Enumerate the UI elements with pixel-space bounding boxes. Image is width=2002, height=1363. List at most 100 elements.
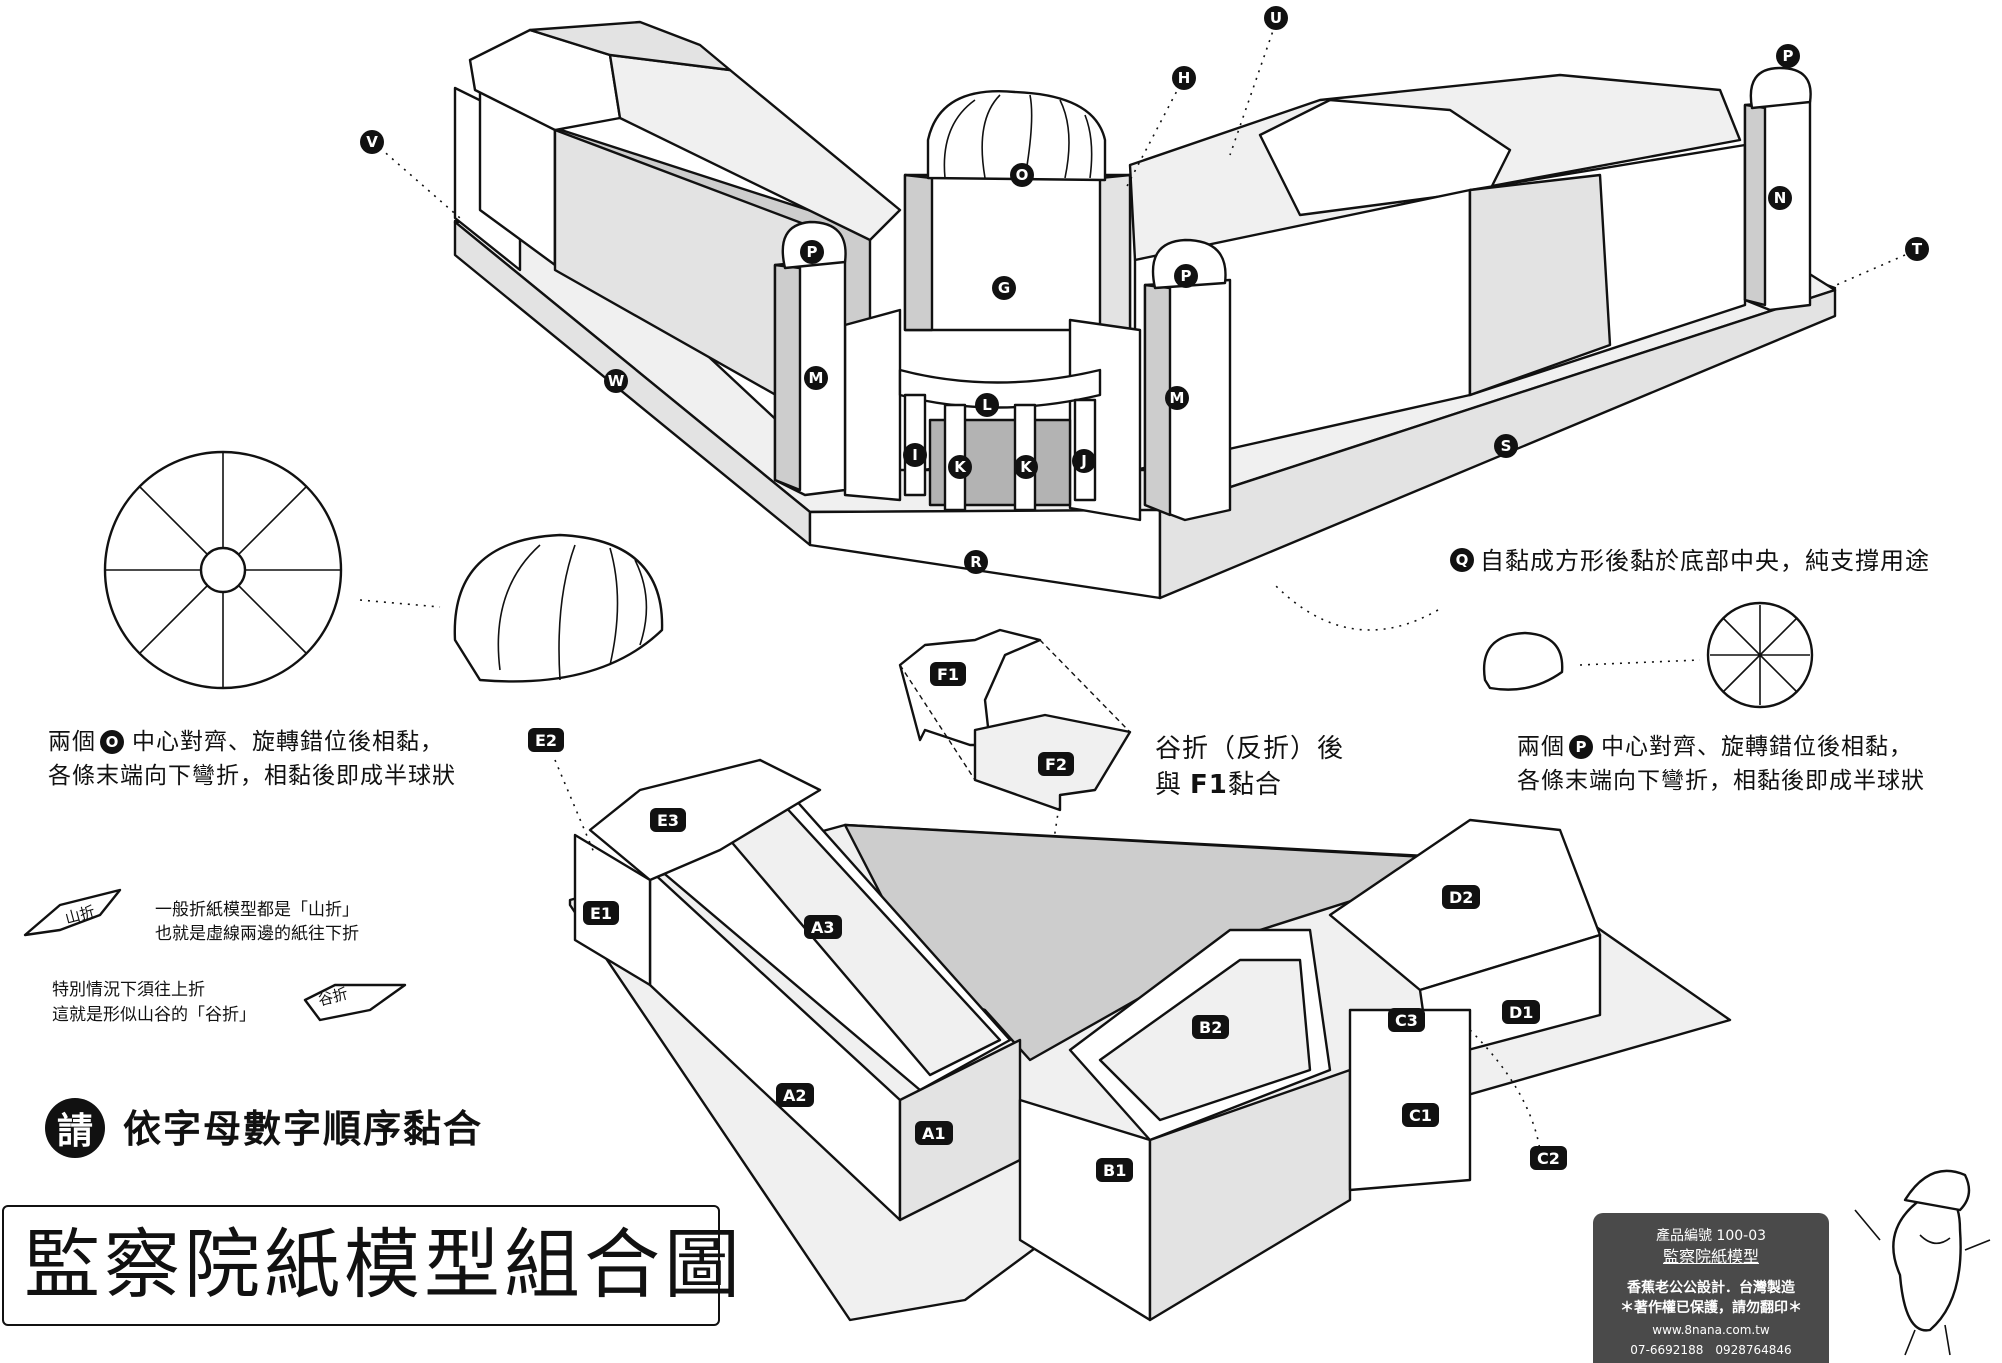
product-copyright: ＊著作權已保護，請勿翻印＊ <box>1620 1300 1802 1316</box>
mountain-fold-line2: 也就是虛線兩邊的紙往下折 <box>155 924 359 944</box>
left-wing-roof-ridge <box>528 20 732 72</box>
f-dotted-2 <box>899 664 976 781</box>
label-b2: B2 <box>1192 1015 1230 1039</box>
dome-pattern-center <box>199 546 247 594</box>
label-m-right: M <box>1165 386 1189 410</box>
instruction-text: 依字母數字順序黏合 <box>123 1107 484 1151</box>
central-dome <box>926 90 1107 182</box>
dome-p-pattern <box>1482 601 1814 709</box>
label-o: O <box>1010 163 1034 187</box>
valley-note-line2-part: F1 <box>1190 770 1228 800</box>
rotunda-drum-right-shade <box>1098 173 1132 332</box>
label-p-right: P <box>1174 264 1198 288</box>
product-name: 監察院紙模型 <box>1662 1247 1759 1266</box>
leader-q <box>1274 584 1439 631</box>
central-dome-ribs <box>943 94 1093 179</box>
rotunda-drum <box>903 173 1132 332</box>
portico-left-wall <box>843 308 902 502</box>
valley-note-line1: 谷折（反折）後 <box>1155 734 1345 764</box>
dome-p-preview <box>1482 631 1564 691</box>
label-e2: E2 <box>528 728 565 752</box>
far-right-tower-cap <box>1749 66 1812 110</box>
label-f2: F2 <box>1038 752 1075 776</box>
product-website[interactable]: www.8nana.com.tw <box>1652 1323 1770 1337</box>
dome-p-flat-cuts <box>1710 605 1810 705</box>
o-note-line2: 各條末端向下彎折，相黏後即成半球狀 <box>48 763 456 789</box>
label-k-left: K <box>948 455 972 479</box>
label-e1: E1 <box>583 901 620 925</box>
valley-note-line2-prefix: 與 <box>1155 770 1183 800</box>
product-phone: 07-6692188 0928764846 <box>1630 1343 1792 1357</box>
q-note: 自黏成方形後黏於底部中央，純支撐用途 <box>1480 547 1930 575</box>
dome-o-preview-ribs <box>497 544 648 681</box>
label-n: N <box>1768 186 1792 210</box>
valley-note-line2-suffix: 黏合 <box>1228 770 1283 800</box>
dome-pattern-dotted <box>359 599 441 608</box>
label-p-note: P <box>1569 735 1593 759</box>
product-number: 產品編號 100-03 <box>1655 1228 1767 1244</box>
b-wing-roof-ridge <box>1098 958 1312 1122</box>
dome-o-preview <box>453 533 664 683</box>
label-c3: C3 <box>1388 1008 1425 1032</box>
product-maker: 香蕉老公公設計．台灣製造 <box>1627 1280 1795 1296</box>
label-o-note: O <box>100 730 124 754</box>
valley-fold-line2: 這就是形似山谷的「谷折」 <box>52 1005 256 1025</box>
label-w: W <box>604 369 628 393</box>
portico-arch <box>898 368 1102 409</box>
label-i: I <box>903 443 927 467</box>
dome-p-dotted <box>1579 659 1701 666</box>
label-b1: B1 <box>1096 1158 1134 1182</box>
label-r: R <box>964 550 988 574</box>
product-info-card: 產品編號 100-03 監察院紙模型 香蕉老公公設計．台灣製造 ＊著作權已保護，… <box>1593 1213 1829 1363</box>
label-a1: A1 <box>915 1121 953 1145</box>
f1-part <box>898 628 1042 747</box>
c-block <box>1348 1008 1472 1192</box>
label-e3: E3 <box>650 808 687 832</box>
o-note-line1: 中心對齊、旋轉錯位後相黏， <box>132 729 444 755</box>
leader-t <box>1824 254 1906 291</box>
page-title: 監察院紙模型組合圖 <box>24 1220 744 1309</box>
p-note-line1-prefix: 兩個 <box>1517 734 1565 760</box>
label-l: L <box>975 393 999 417</box>
label-g: G <box>992 276 1016 300</box>
p-note-line2: 各條末端向下彎折，相黏後即成半球狀 <box>1517 768 1925 794</box>
b-wing-wall-side <box>1148 1068 1352 1322</box>
b-wing-wall <box>1018 1098 1152 1322</box>
label-q: Q <box>1450 548 1474 572</box>
label-u: U <box>1264 6 1288 30</box>
rotunda-drum-left-shade <box>903 173 934 332</box>
e2-leader <box>554 759 596 856</box>
label-c2: C2 <box>1530 1146 1567 1170</box>
label-p-top: P <box>1776 44 1800 68</box>
valley-fold-icon <box>303 983 407 1022</box>
o-note-line1-prefix: 兩個 <box>48 729 96 755</box>
instruction-badge: 請 <box>45 1098 105 1158</box>
label-k-right: K <box>1014 455 1038 479</box>
label-d1: D1 <box>1502 1000 1541 1024</box>
label-p-left: P <box>800 240 824 264</box>
right-wing-side-block <box>1468 173 1612 397</box>
label-j: J <box>1072 449 1096 473</box>
mountain-fold-icon <box>23 888 122 937</box>
label-v: V <box>360 130 384 154</box>
right-wing-roof-ridge <box>1258 98 1512 217</box>
far-right-tower-shade <box>1743 103 1767 307</box>
label-c1: C1 <box>1402 1103 1439 1127</box>
valley-fold-line1: 特別情況下須往上折 <box>52 980 205 1000</box>
label-h: H <box>1172 66 1196 90</box>
dome-pattern-cuts <box>105 452 341 688</box>
title-box: 監察院紙模型組合圖 <box>2 1205 740 1326</box>
label-f1: F1 <box>930 662 967 686</box>
assembled-building-model <box>379 20 1906 631</box>
label-d2: D2 <box>1442 885 1481 909</box>
mountain-fold-line1: 一般折紙模型都是「山折」 <box>155 900 359 920</box>
label-s: S <box>1494 434 1518 458</box>
label-a3: A3 <box>804 915 842 939</box>
label-m-left: M <box>804 366 828 390</box>
p-note-line1: 中心對齊、旋轉錯位後相黏， <box>1601 734 1913 760</box>
label-a2: A2 <box>776 1083 814 1107</box>
fold-legend <box>23 888 407 1022</box>
dome-o-pattern <box>103 450 664 690</box>
banana-mascot-icon <box>1854 1169 1991 1356</box>
